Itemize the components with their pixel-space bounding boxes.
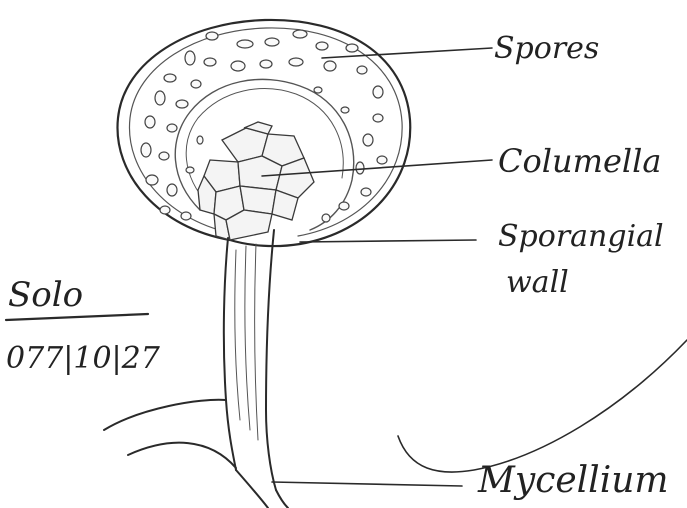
columella-cells — [198, 122, 314, 240]
label-columella: Columella — [498, 142, 661, 180]
sporangial-wall-pointer — [300, 240, 476, 242]
date: 077|10|27 — [6, 341, 161, 376]
sporangiophore — [224, 230, 276, 490]
mycelium-pointer — [272, 482, 462, 486]
label-sporangial-wall-line1: Sporangial — [498, 219, 664, 254]
signature-annotation: Solo 077|10|27 — [6, 275, 161, 376]
signature: Solo — [8, 275, 83, 315]
label-spores: Spores — [494, 31, 599, 66]
label-sporangial-wall-line2: wall — [506, 265, 569, 300]
label-mycelium: Mycellium — [477, 460, 669, 501]
